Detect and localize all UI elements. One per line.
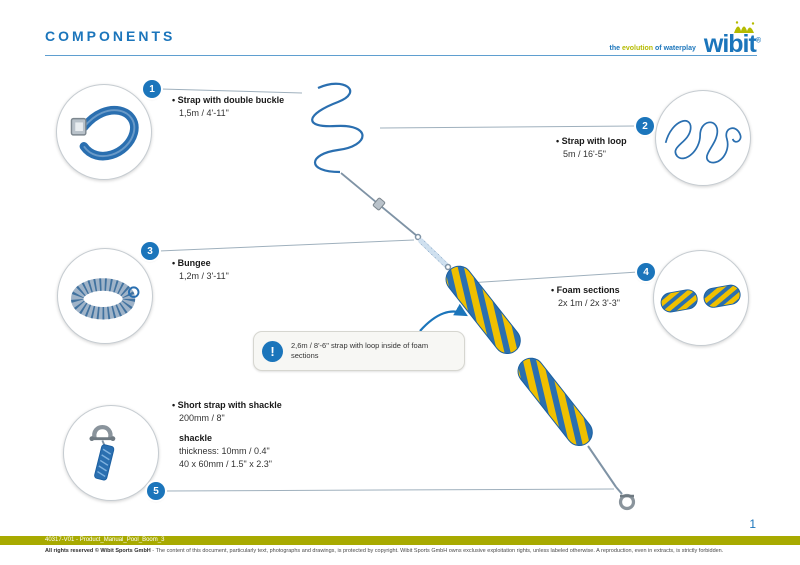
copyright-text: - The content of this document, particul… [150, 548, 724, 554]
component-4-label: • Foam sections [551, 285, 620, 295]
component-5-text: • Short strap with shackle 200mm / 8" sh… [172, 399, 282, 471]
component-3-detail: 1,2m / 3'-11" [179, 271, 229, 282]
tagline-suffix: of waterplay [655, 45, 696, 52]
exclamation-icon: ! [262, 340, 283, 362]
component-5-label: • Short strap with shackle [172, 400, 282, 410]
component-2-text: • Strap with loop 5m / 16'-5" [556, 135, 627, 161]
copyright-owner: All rights reserved © Wibit Sports GmbH [45, 548, 151, 554]
assembly-foam-section-2 [517, 357, 593, 447]
component-3-label: • Bungee [172, 258, 211, 268]
note-arrow-icon [419, 303, 468, 332]
component-5-sub-label: shackle [179, 433, 213, 444]
leader-line-2 [379, 125, 637, 129]
leader-line-1 [160, 88, 303, 94]
shackle-icon [92, 425, 113, 440]
strap-loop-illustration [664, 119, 742, 164]
logo-text: wibit [703, 30, 757, 58]
assembly-bungee [418, 238, 449, 268]
wibit-logo: wibit® [703, 20, 761, 58]
logo-registered-mark: ® [755, 37, 761, 45]
component-2-detail: 5m / 16'-5" [563, 149, 606, 160]
brand-tagline: the evolution of waterplay [610, 45, 696, 52]
component-4-badge: 4 [637, 263, 655, 281]
assembly-buckle [372, 197, 386, 211]
component-4-text: • Foam sections 2x 1m / 2x 3'-3" [551, 284, 620, 310]
component-3-badge: 3 [141, 242, 159, 260]
component-1-photo [56, 84, 152, 180]
leader-line-3 [158, 239, 415, 252]
assembly-connector-mid [444, 263, 452, 271]
leader-line-5 [164, 488, 615, 492]
assembly-coiled-strap [311, 82, 364, 174]
component-1-label: • Strap with double buckle [172, 95, 285, 105]
page-number: 1 [749, 517, 756, 531]
strap-double-buckle-illustration [70, 105, 139, 161]
note-callout: ! 2,6m / 8'-6" strap with loop inside of… [253, 331, 465, 371]
assembly-strap [340, 172, 418, 237]
component-5-sub-detail-1: thickness: 10mm / 0.4" [179, 446, 270, 457]
document-id: 40317-V01 - Product_Manual_Pool_Boom_3 [45, 537, 165, 543]
component-2-photo [655, 90, 751, 186]
tagline-highlight: evolution [621, 45, 654, 52]
component-5-photo [63, 405, 159, 501]
component-5-detail: 200mm / 8" [179, 413, 225, 424]
leader-line-4 [467, 271, 638, 284]
bungee-illustration [71, 278, 140, 320]
component-2-label: • Strap with loop [556, 136, 627, 146]
footer-bar [0, 536, 800, 545]
header-divider [45, 55, 757, 56]
brand-block: the evolution of waterplay wibit® [610, 20, 761, 57]
component-5-sub-detail-2: 40 x 60mm / 1.5" x 2.3" [179, 459, 272, 470]
component-4-photo [653, 250, 749, 346]
component-1-text: • Strap with double buckle 1,5m / 4'-11" [172, 94, 284, 120]
copyright-line: All rights reserved © Wibit Sports GmbH … [45, 548, 760, 554]
assembly-connector-top [414, 233, 422, 241]
component-5-badge: 5 [147, 482, 165, 500]
component-4-detail: 2x 1m / 2x 3'-3" [558, 298, 620, 309]
component-3-text: • Bungee 1,2m / 3'-11" [172, 257, 229, 283]
page-title: COMPONENTS [45, 28, 176, 44]
splash-icon [733, 21, 755, 33]
component-1-detail: 1,5m / 4'-11" [179, 108, 229, 119]
assembly-end-strap [587, 445, 617, 488]
component-3-photo [57, 248, 153, 344]
note-text: 2,6m / 8'-6" strap with loop inside of f… [291, 340, 429, 361]
component-1-badge: 1 [143, 80, 161, 98]
tagline-prefix: the [609, 45, 621, 52]
assembly-shackle-icon [615, 486, 636, 511]
component-2-badge: 2 [636, 117, 654, 135]
foam-sections-illustration [660, 284, 741, 313]
short-strap-shackle-illustration [89, 425, 116, 481]
